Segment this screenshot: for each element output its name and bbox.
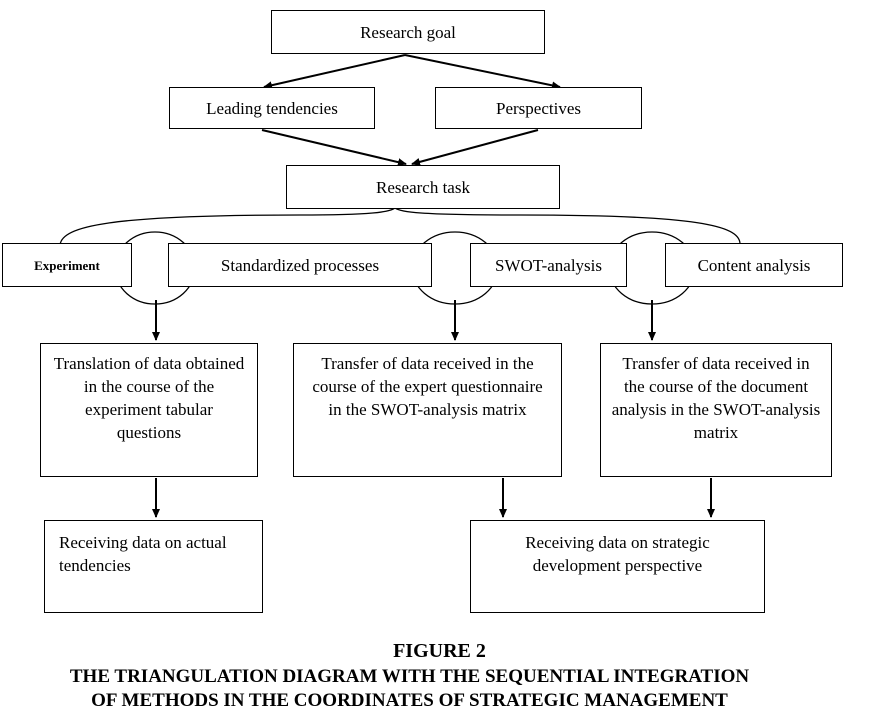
translation-box: Translation of data obtained in the cour…: [40, 343, 258, 477]
translation-label: Translation of data obtained in the cour…: [53, 354, 245, 442]
figure-title-line-2: OF METHODS IN THE COORDINATES OF STRATEG…: [91, 690, 728, 711]
swot-analysis-label: SWOT-analysis: [494, 255, 603, 275]
strategic-perspective-box: Receiving data on strategic development …: [470, 520, 765, 613]
content-analysis-box: Content analysis: [665, 243, 843, 287]
swot-analysis-box: SWOT-analysis: [470, 243, 627, 287]
transfer-expert-label: Transfer of data received in the course …: [312, 354, 543, 419]
transfer-document-label: Transfer of data received in the course …: [611, 354, 821, 442]
arrow-tendencies-to-task: [261, 129, 407, 167]
research-goal-label: Research goal: [360, 22, 456, 42]
actual-tendencies-label: Receiving data on actual tendencies: [59, 533, 227, 575]
arrow-goal-to-perspectives: [404, 54, 561, 90]
transfer-expert-box: Transfer of data received in the course …: [293, 343, 562, 477]
actual-tendencies-box: Receiving data on actual tendencies: [44, 520, 263, 613]
perspectives-box: Perspectives: [435, 87, 642, 129]
brace-right: [394, 207, 741, 244]
figure-number: FIGURE 2: [393, 640, 486, 662]
arrow-perspectives-to-task: [411, 129, 539, 166]
experiment-label: Experiment: [34, 257, 100, 273]
leading-tendencies-label: Leading tendencies: [206, 98, 338, 118]
strategic-perspective-label: Receiving data on strategic development …: [525, 533, 710, 575]
experiment-box: Experiment: [2, 243, 132, 287]
research-goal-box: Research goal: [271, 10, 545, 54]
leading-tendencies-box: Leading tendencies: [169, 87, 375, 129]
standardized-processes-label: Standardized processes: [220, 255, 380, 275]
figure-title-line-1: THE TRIANGULATION DIAGRAM WITH THE SEQUE…: [69, 666, 750, 687]
research-task-box: Research task: [286, 165, 560, 209]
research-task-label: Research task: [376, 177, 470, 197]
transfer-document-box: Transfer of data received in the course …: [600, 343, 832, 477]
perspectives-label: Perspectives: [496, 98, 581, 118]
brace-left: [59, 207, 396, 246]
content-analysis-label: Content analysis: [697, 255, 811, 275]
arrow-goal-to-tendencies: [263, 54, 406, 90]
standardized-processes-box: Standardized processes: [168, 243, 432, 287]
